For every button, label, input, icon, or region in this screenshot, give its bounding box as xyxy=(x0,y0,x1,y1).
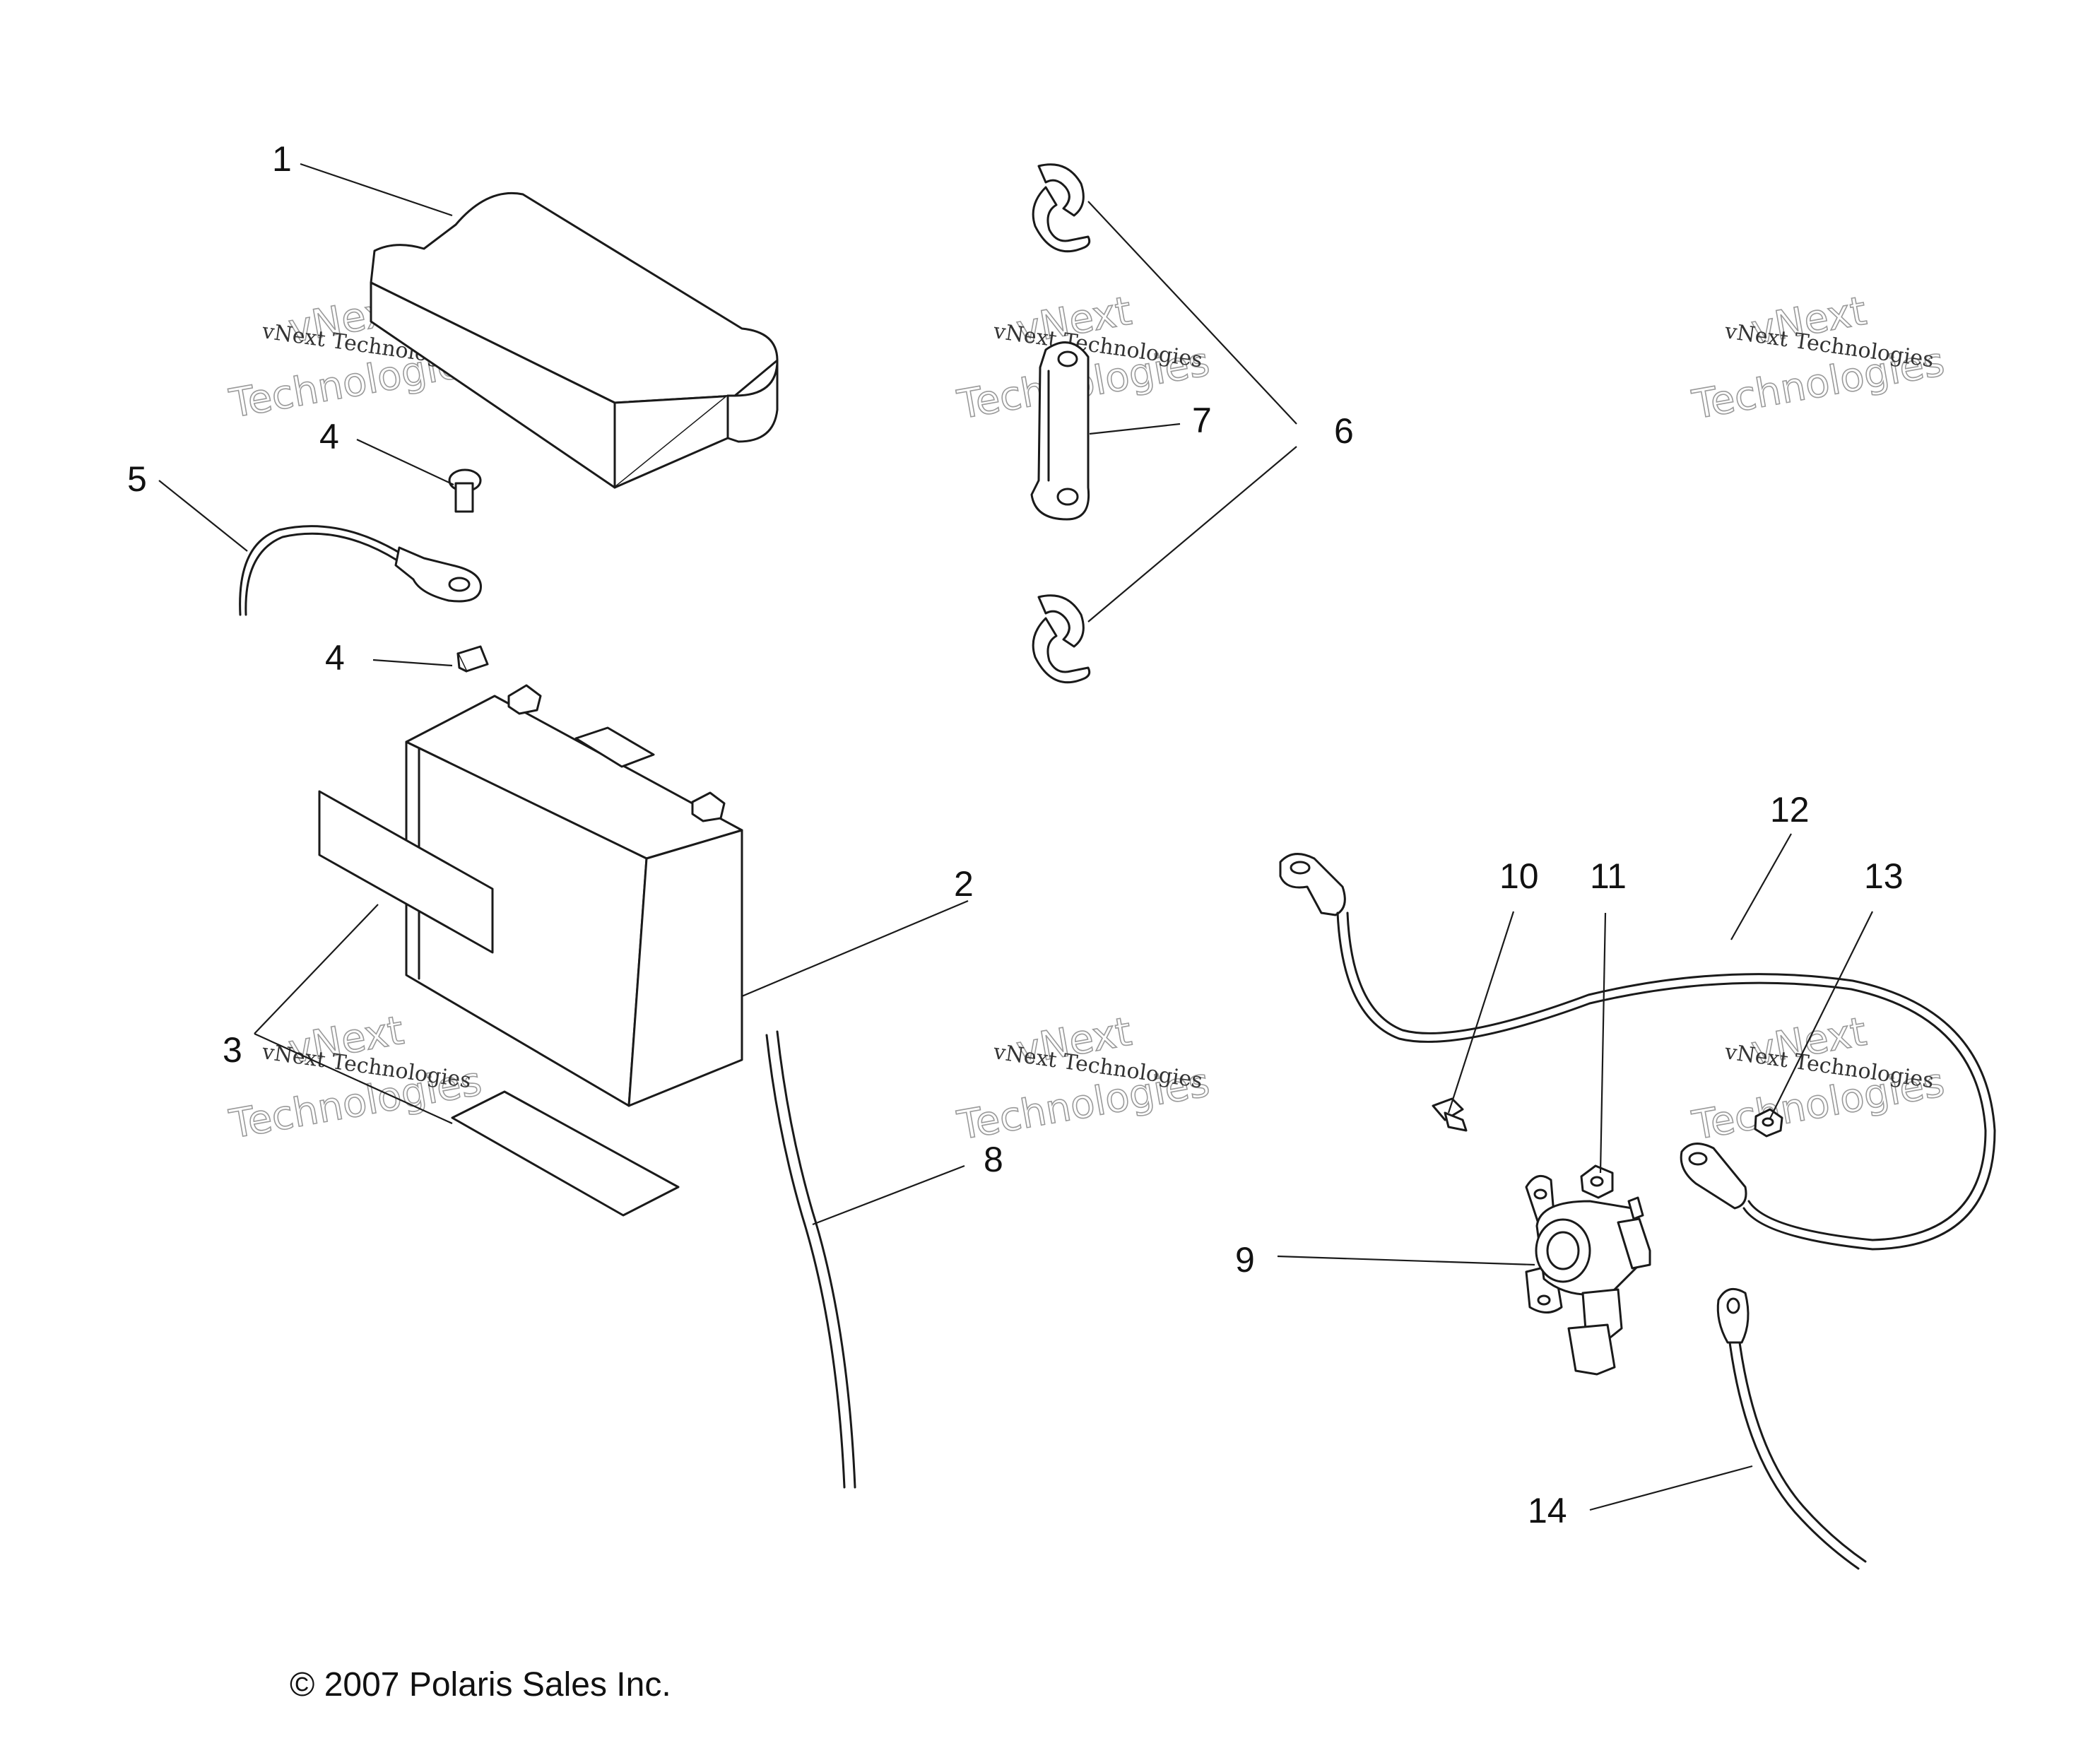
part-6-lower-hook xyxy=(1032,594,1091,684)
callout-6: 6 xyxy=(1334,411,1354,451)
callout-4-lower: 4 xyxy=(325,638,345,678)
copyright-text: © 2007 Polaris Sales Inc. xyxy=(290,1666,671,1704)
callout-7: 7 xyxy=(1192,401,1212,440)
part-9-solenoid xyxy=(1525,1174,1651,1376)
part-6-upper-hook xyxy=(1032,163,1091,253)
part-7-strap xyxy=(1030,341,1090,521)
callout-10: 10 xyxy=(1499,856,1539,896)
callout-4-upper: 4 xyxy=(319,417,339,456)
part-4-terminal-nut xyxy=(456,645,489,673)
callout-11: 11 xyxy=(1590,856,1627,896)
part-3-battery-pads xyxy=(318,790,680,1217)
part-11-nut xyxy=(1580,1164,1614,1199)
callout-14: 14 xyxy=(1528,1491,1567,1530)
part-8-cable xyxy=(765,1030,856,1489)
callout-8: 8 xyxy=(984,1140,1003,1179)
part-4-terminal-bolt xyxy=(448,468,482,513)
callout-12: 12 xyxy=(1770,790,1810,830)
part-12-cable xyxy=(1279,853,1996,1251)
callout-5: 5 xyxy=(127,459,147,499)
part-10-bolt xyxy=(1432,1097,1468,1132)
callout-13: 13 xyxy=(1864,856,1904,896)
part-13-nut xyxy=(1754,1108,1783,1138)
part-14-cable xyxy=(1716,1287,1867,1570)
callout-3: 3 xyxy=(223,1030,242,1070)
part-2-battery xyxy=(405,684,743,1107)
part-5-cable xyxy=(239,525,482,616)
callout-2: 2 xyxy=(954,864,974,904)
callout-9: 9 xyxy=(1235,1240,1255,1280)
callout-1: 1 xyxy=(272,139,292,179)
leader-lines xyxy=(158,163,1873,1511)
part-1-battery-cover xyxy=(370,191,779,489)
